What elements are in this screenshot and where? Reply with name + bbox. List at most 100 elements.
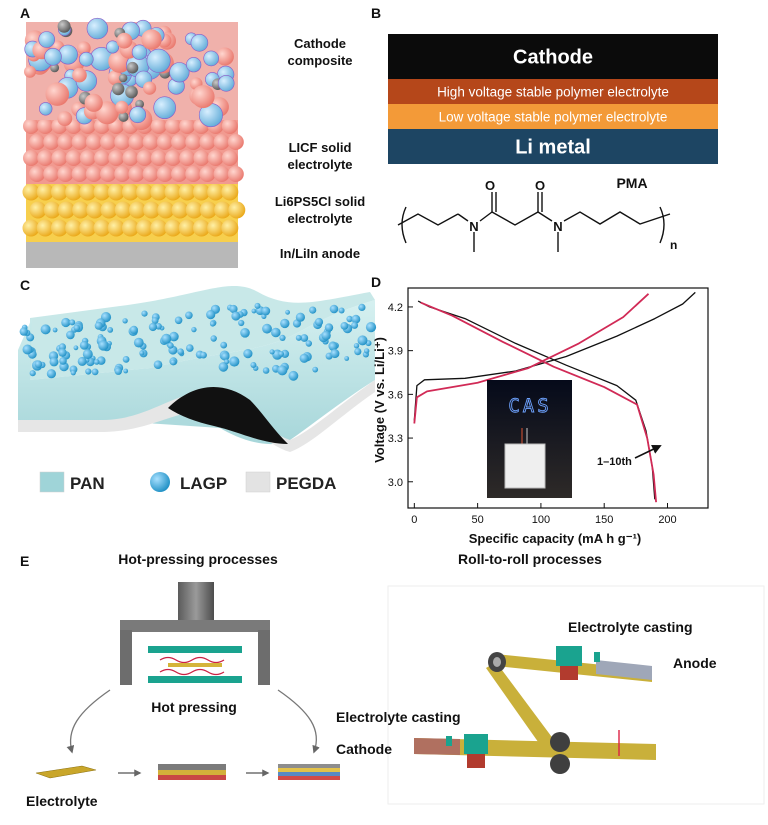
lagp-particle [91, 368, 99, 376]
lagp-particle [231, 311, 241, 321]
lagp-particle [59, 357, 67, 365]
licf-particle [23, 118, 39, 134]
lagp-particle [220, 341, 228, 349]
lagp-particle [19, 327, 28, 336]
stack-layer-gray [158, 764, 226, 770]
cathode-particle [79, 51, 94, 67]
lagp-particle [312, 366, 319, 373]
lagp-particle [22, 344, 33, 355]
x-axis-label: Specific capacity (mA h g⁻¹) [469, 531, 642, 546]
cathode-particle [203, 50, 219, 67]
lpscl-particle [207, 219, 225, 237]
lpscl-particle [157, 201, 175, 219]
licf-particle [156, 166, 173, 182]
legend-swatch-pan [39, 471, 65, 493]
layer-label-2: Low voltage stable polymer electrolyte [439, 110, 668, 125]
lagp-particle [206, 310, 216, 320]
series-line-2 [413, 293, 650, 424]
electrolyte-casting-top-label: Electrolyte casting [568, 619, 693, 635]
licf-particle [171, 134, 187, 150]
lpscl-particle [36, 219, 54, 237]
licf-particle [199, 134, 216, 150]
lagp-particle [329, 304, 339, 314]
cathode-particle [153, 96, 176, 119]
curved-membrane [18, 286, 377, 452]
lagp-particle [85, 368, 92, 375]
lpscl-particle [65, 183, 83, 201]
lagp-particle [122, 356, 130, 363]
lpscl-particle [79, 219, 97, 237]
lpscl-particle [136, 219, 154, 237]
lagp-particle [191, 326, 197, 333]
cathode-label: Cathode [336, 741, 392, 757]
lagp-particle [169, 331, 179, 342]
upper-casting-heater [560, 666, 578, 680]
lagp-particle [229, 356, 240, 367]
laminate-blue [278, 772, 340, 776]
lagp-particle [148, 322, 157, 332]
cathode-particle [84, 93, 103, 112]
lagp-particle [210, 335, 217, 342]
licf-particle [85, 166, 102, 182]
lpscl-particle [43, 201, 61, 219]
lpscl-particle [221, 219, 239, 237]
anode-layer [26, 240, 238, 268]
lagp-particle [344, 356, 350, 361]
cathode-particle [146, 48, 171, 73]
cathode-particle [38, 102, 53, 116]
licf-particle [193, 150, 210, 166]
licf-particle [185, 134, 202, 150]
mid-roller-bottom [550, 754, 570, 774]
lagp-particle [151, 317, 159, 324]
lagp-particle [346, 315, 353, 323]
pan-top [30, 286, 375, 380]
licf-particle [136, 150, 153, 166]
label-anode: In/LiIn anode [280, 246, 360, 261]
lower-casting-heater [467, 754, 485, 768]
lpscl-particle [114, 201, 132, 219]
licf-particle [221, 118, 238, 134]
stack-sample [168, 663, 222, 667]
lagp-particle [29, 370, 36, 377]
lagp-particle [66, 330, 75, 340]
lpscl-particle [228, 201, 246, 219]
lagp-particle [295, 334, 302, 341]
cathode-particle [115, 100, 129, 114]
roll-to-roll-title: Roll-to-roll processes [458, 551, 602, 567]
cathode-particle [215, 47, 234, 66]
lagp-particle [299, 353, 309, 363]
lagp-particle [49, 357, 59, 367]
lagp-particle [61, 317, 71, 328]
hot-press-machine [120, 582, 270, 685]
lagp-particle [250, 362, 257, 368]
lpscl-particle [93, 183, 111, 201]
upper-nozzle [594, 652, 600, 662]
lpscl-particle [192, 219, 210, 237]
lagp-particle [73, 324, 81, 332]
cathode-particles [24, 17, 235, 131]
layer-2 [388, 104, 718, 129]
hot-pressing-title: Hot-pressing processes [118, 551, 278, 567]
lagp-particle [46, 369, 57, 379]
cathode-particle [169, 62, 190, 83]
lagp-particle [40, 324, 51, 335]
laminate-gold [278, 768, 340, 772]
lpscl-particle [221, 183, 239, 201]
lagp-particle [174, 316, 183, 325]
licf-particle [23, 150, 39, 166]
lagp-particle [262, 367, 270, 374]
electrolyte-label: Electrolyte [26, 793, 98, 809]
lagp-particle [358, 303, 366, 311]
pan-body [18, 300, 375, 445]
lagp-particle [328, 342, 338, 351]
right-chain [563, 211, 671, 225]
lagp-particle [93, 359, 100, 365]
lagp-particle [139, 350, 145, 356]
lagp-particle [161, 333, 172, 344]
layer-label-0: Cathode [513, 47, 593, 69]
lagp-particle [58, 343, 66, 351]
diagonal-web [486, 662, 560, 756]
lagp-particle [278, 351, 285, 357]
press-left-post [120, 630, 132, 685]
